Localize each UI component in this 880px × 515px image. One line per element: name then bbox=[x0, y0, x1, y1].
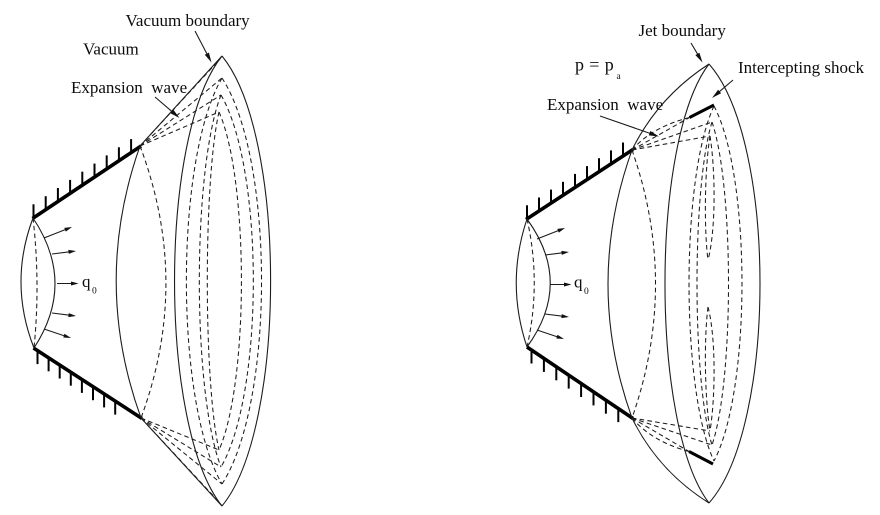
svg-text:p = p: p = p bbox=[575, 55, 614, 75]
svg-text:0: 0 bbox=[584, 287, 589, 297]
svg-text:Vacuum: Vacuum bbox=[83, 40, 139, 59]
svg-text:Intercepting shock: Intercepting shock bbox=[738, 58, 865, 77]
svg-text:q: q bbox=[82, 272, 91, 291]
svg-text:Jet boundary: Jet boundary bbox=[639, 21, 727, 40]
svg-text:0: 0 bbox=[92, 287, 97, 297]
svg-text:Expansion wave: Expansion wave bbox=[71, 78, 187, 97]
svg-text:q: q bbox=[574, 273, 583, 292]
svg-text:a: a bbox=[617, 72, 622, 82]
svg-text:Vacuum boundary: Vacuum boundary bbox=[126, 11, 251, 30]
svg-text:Expansion wave: Expansion wave bbox=[547, 95, 663, 114]
